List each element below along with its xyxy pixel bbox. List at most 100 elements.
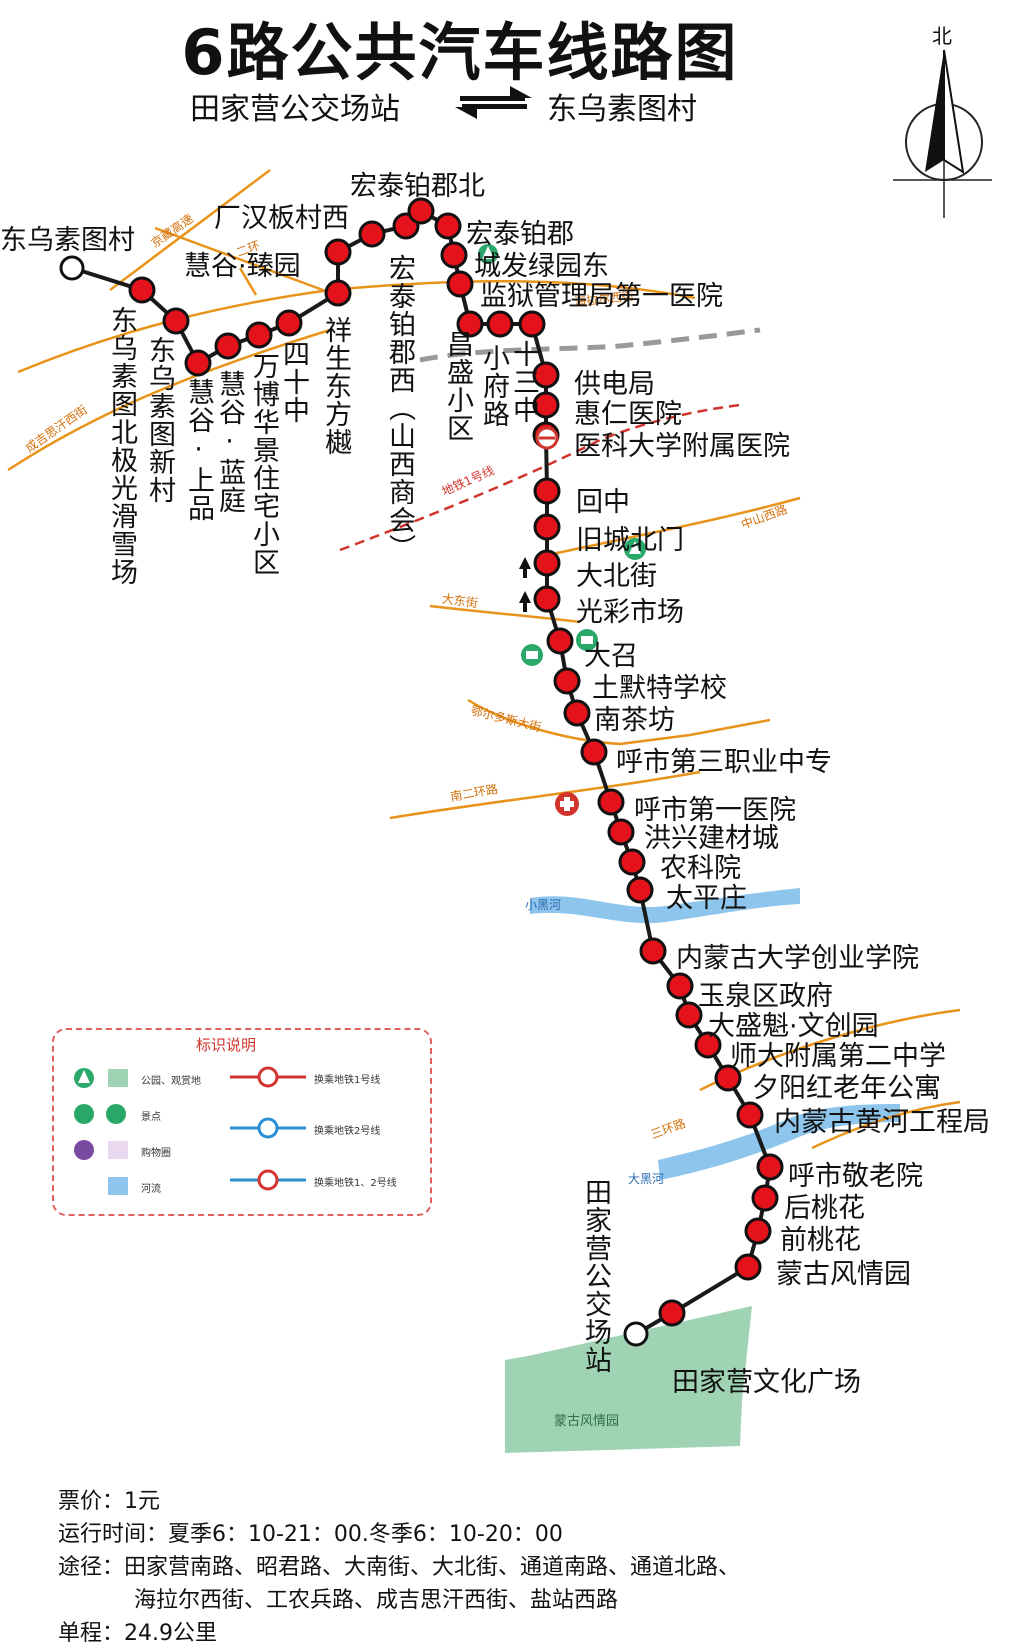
stop-marker[interactable]	[666, 972, 694, 1000]
stop-label: 宏泰铂郡	[466, 219, 574, 250]
stop-marker[interactable]	[618, 848, 646, 876]
stop-label: 宏泰铂郡北	[350, 171, 485, 202]
stop-marker[interactable]	[446, 270, 474, 298]
stop-marker[interactable]	[533, 477, 561, 505]
stop-label: 城发绿园东	[474, 251, 609, 282]
stop-marker[interactable]	[744, 1217, 772, 1245]
stop-label: 慧谷·上品	[183, 378, 214, 522]
stop-marker[interactable]	[734, 1253, 762, 1281]
stop-label: 祥生东方樾	[320, 316, 351, 456]
stop-label: 慧谷·臻园	[184, 251, 301, 282]
stop-marker[interactable]	[546, 627, 574, 655]
stop-label: 医科大学附属医院	[574, 431, 790, 462]
metro-transfer-icon	[535, 426, 559, 450]
map-title: 6路公共汽车线路图	[181, 16, 739, 89]
stop-marker[interactable]	[639, 937, 667, 965]
stop-marker[interactable]	[486, 310, 514, 338]
stop-marker[interactable]	[675, 1001, 703, 1029]
stop-label: 小府路	[478, 344, 509, 428]
stop-label: 后桃花	[784, 1193, 865, 1224]
stop-label: 南茶坊	[594, 705, 675, 736]
stop-marker[interactable]	[736, 1101, 764, 1129]
stop-marker[interactable]	[434, 212, 462, 240]
legend-item: 换乘地铁1号线	[314, 1075, 381, 1086]
stop-label: 呼市第一医院	[634, 795, 796, 826]
stop-label: 宏泰铂郡西（山西商会）	[384, 254, 415, 562]
legend-item: 购物圈	[141, 1148, 171, 1159]
stop-marker[interactable]	[580, 738, 608, 766]
terminal-end-label: 东乌素图村	[547, 92, 697, 127]
park-icon	[478, 244, 498, 264]
direction-arrow-icon	[519, 591, 531, 612]
stop-marker[interactable]	[214, 332, 242, 360]
stop-label: 监狱管理局第一医院	[480, 281, 723, 312]
compass-north-label: 北	[932, 24, 952, 48]
stop-marker[interactable]	[407, 197, 435, 225]
stop-marker[interactable]	[607, 818, 635, 846]
stop-marker[interactable]	[128, 276, 156, 304]
stop-label: 大盛魁·文创园	[708, 1011, 879, 1042]
stop-marker[interactable]	[184, 349, 212, 377]
stop-label: 内蒙古大学创业学院	[676, 943, 919, 974]
stop-marker[interactable]	[532, 361, 560, 389]
legend-box	[52, 1028, 432, 1216]
stop-label: 呼市敬老院	[788, 1161, 923, 1192]
park-area	[505, 1306, 752, 1453]
hospital-icon	[555, 792, 579, 816]
stop-marker[interactable]	[533, 549, 561, 577]
stop-marker[interactable]	[658, 1299, 686, 1327]
stop-label: 大北街	[576, 561, 657, 592]
legend-item: 河流	[141, 1184, 161, 1195]
stop-label: 呼市第三职业中专	[616, 747, 832, 778]
length-text: 单程：24.9公里	[58, 1621, 217, 1646]
hours-text: 运行时间：夏季6：10-21：00.冬季6：10-20：00	[58, 1522, 563, 1547]
stop-marker[interactable]	[275, 309, 303, 337]
stop-marker[interactable]	[440, 241, 468, 269]
stop-marker[interactable]	[533, 585, 561, 613]
stop-marker[interactable]	[518, 310, 546, 338]
stop-marker[interactable]	[532, 391, 560, 419]
legend-symbols	[74, 1066, 306, 1195]
stop-label: 慧谷·蓝庭	[214, 370, 245, 514]
stop-marker[interactable]	[626, 876, 654, 904]
stop-marker[interactable]	[162, 307, 190, 335]
stop-marker[interactable]	[358, 220, 386, 248]
stop-label: 厂汉板村西	[214, 203, 349, 234]
legend-item: 换乘地铁2号线	[314, 1126, 381, 1137]
stop-marker[interactable]	[456, 310, 484, 338]
route-info: 票价：1元 运行时间：夏季6：10-21：00.冬季6：10-20：00 途径：…	[58, 1485, 740, 1650]
stop-label: 洪兴建材城	[644, 823, 779, 854]
stop-marker[interactable]	[751, 1184, 779, 1212]
stop-marker[interactable]	[324, 238, 352, 266]
stop-marker[interactable]	[756, 1153, 784, 1181]
stop-marker[interactable]	[245, 321, 273, 349]
stop-marker[interactable]	[597, 788, 625, 816]
park-label: 蒙古风情园	[554, 1414, 620, 1429]
stop-label: 供电局	[574, 369, 655, 400]
stop-marker[interactable]	[553, 667, 581, 695]
stop-marker[interactable]	[324, 279, 352, 307]
legend-item: 景点	[141, 1112, 161, 1123]
direction-arrow-icon	[519, 557, 531, 578]
terminal-stop-marker[interactable]	[623, 1321, 649, 1347]
scenic-spot-icon	[576, 629, 598, 651]
stops-group	[59, 197, 784, 1347]
stop-marker[interactable]	[694, 1031, 722, 1059]
terminal-stop-marker[interactable]	[59, 255, 85, 281]
via-text: 途径：田家营南路、昭君路、大南街、大北街、通道南路、通道北路、	[58, 1555, 741, 1580]
stop-label: 昌盛小区	[442, 330, 473, 442]
bidirectional-arrow-icon	[455, 86, 532, 119]
compass-icon	[893, 49, 992, 218]
stop-label: 土默特学校	[592, 673, 727, 704]
stop-label: 回中	[576, 487, 630, 518]
stop-label: 太平庄	[666, 883, 747, 914]
stop-marker[interactable]	[533, 513, 561, 541]
stop-marker[interactable]	[563, 699, 591, 727]
stop-label: 十三中	[508, 340, 539, 424]
river-label: 大黑河	[628, 1172, 665, 1186]
legend-title: 标识说明	[196, 1036, 257, 1054]
stop-label: 东乌素图新村	[144, 336, 175, 504]
stop-marker[interactable]	[714, 1064, 742, 1092]
legend-item: 换乘地铁1、2号线	[314, 1178, 397, 1189]
